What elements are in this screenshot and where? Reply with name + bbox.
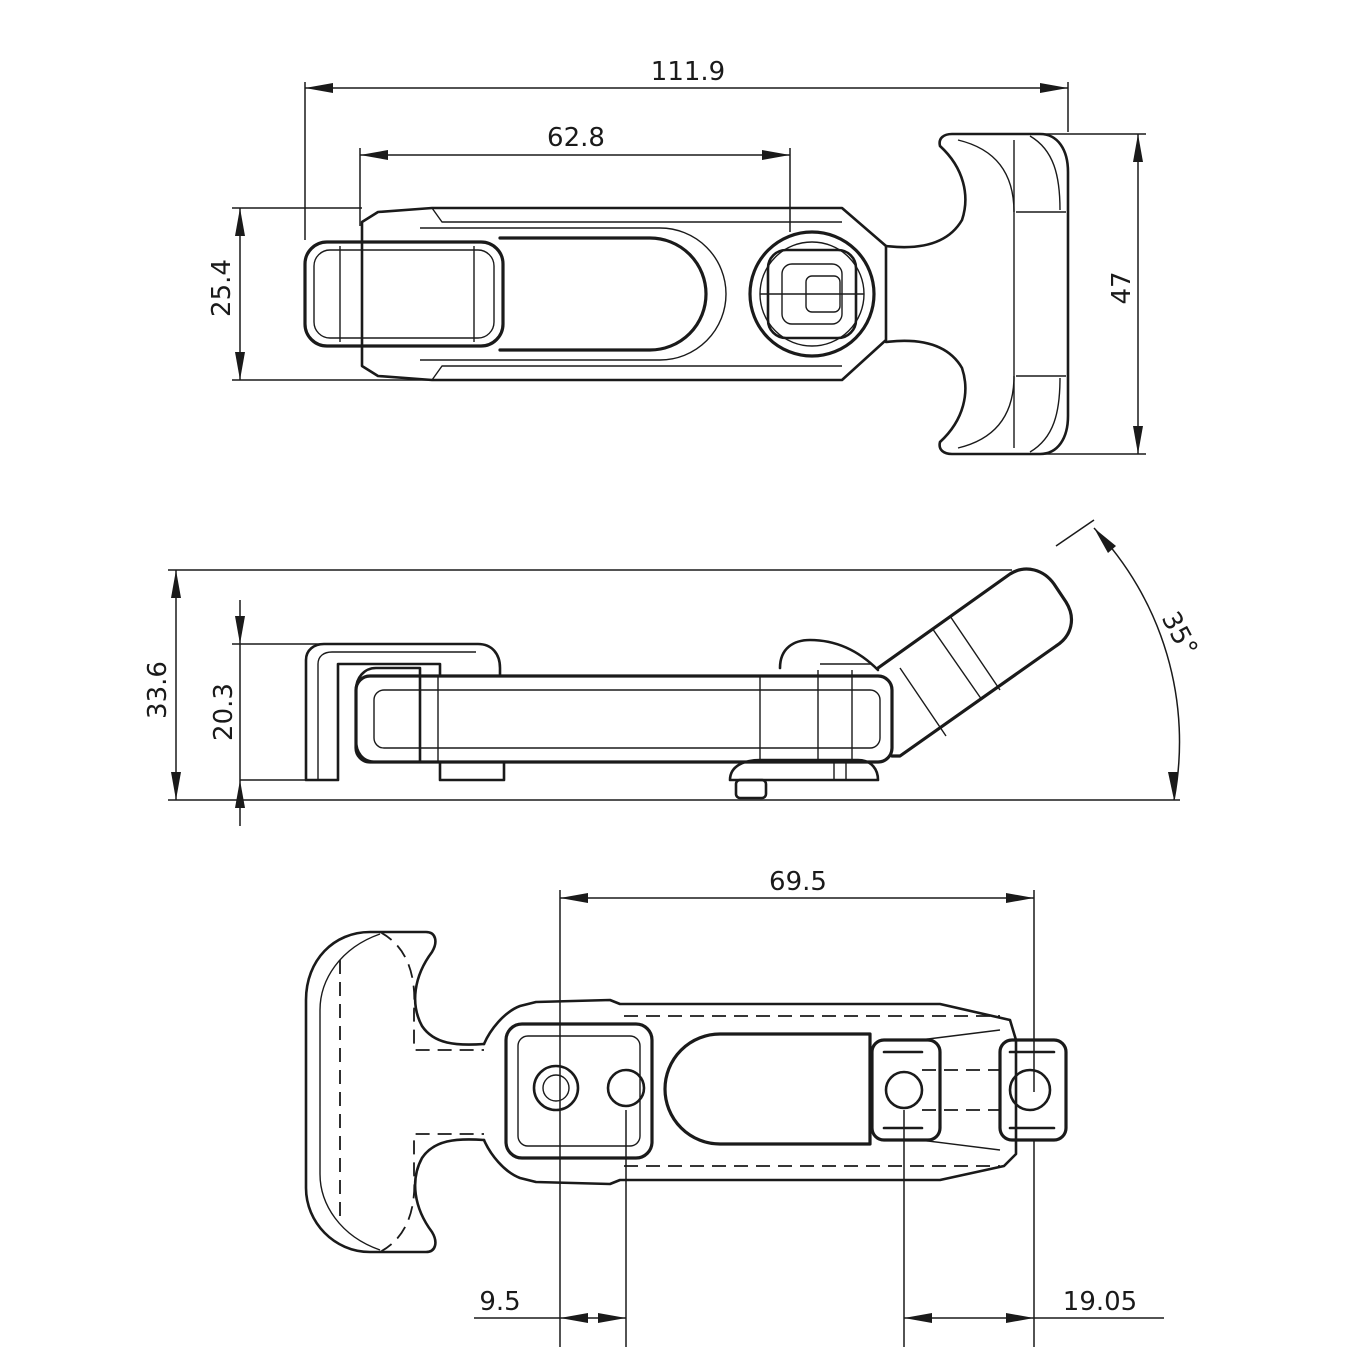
dim-right-offset: 19.05	[1063, 1287, 1137, 1317]
dim-body-height: 20.3	[209, 683, 239, 741]
bottom-view-dimensions: 69.5 9.5 19.05	[474, 867, 1164, 1347]
dim-overall-length: 111.9	[651, 57, 725, 87]
bottom-view	[304, 930, 1068, 1254]
dim-left-offset: 9.5	[479, 1287, 520, 1317]
top-view	[303, 132, 1070, 456]
dim-hook-width: 47	[1107, 271, 1137, 304]
side-view	[240, 567, 1074, 800]
side-view-dimensions: 33.6 20.3 35°	[143, 519, 1203, 826]
dim-body-width: 25.4	[207, 259, 237, 317]
dim-hole-spacing: 69.5	[769, 867, 827, 897]
dim-slot-length: 62.8	[547, 123, 605, 153]
dim-overall-height: 33.6	[143, 661, 173, 719]
dim-angle: 35°	[1155, 607, 1203, 662]
top-view-dimensions: 111.9 62.8 25.4 47	[207, 57, 1146, 455]
